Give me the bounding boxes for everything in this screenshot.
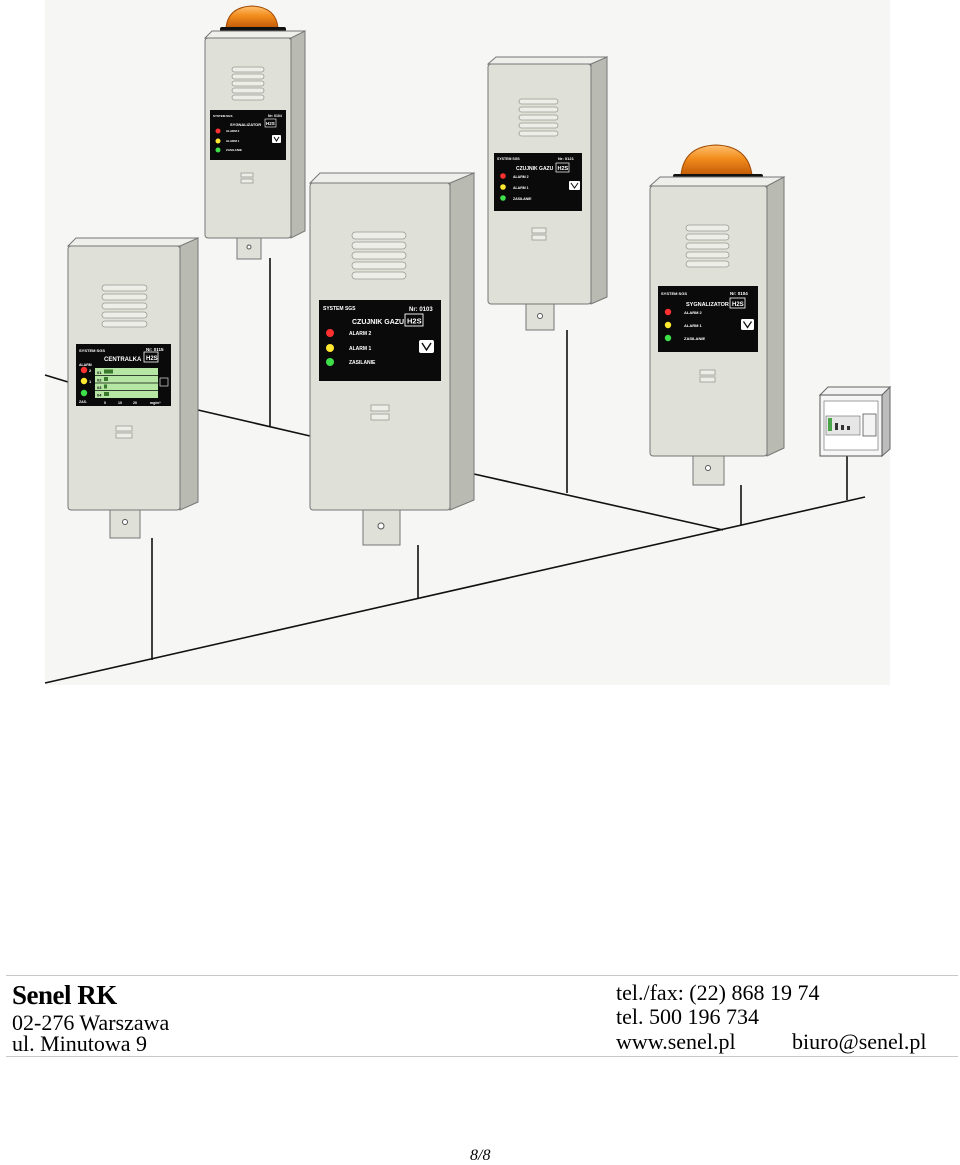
alarm-2-label: ALARM 2	[226, 129, 240, 133]
gas-type: H2S	[407, 317, 422, 326]
system-label: SYSTEM SGS	[661, 291, 687, 296]
alarm-beacon	[225, 5, 279, 29]
speaker-grille	[351, 231, 407, 280]
alarm-beacon	[680, 144, 753, 176]
power-led	[326, 358, 334, 366]
power-led	[215, 147, 221, 153]
speaker-grille	[685, 224, 730, 268]
alarm-1-led	[326, 344, 334, 352]
alarm-1-label: ALARM 1	[684, 323, 703, 328]
speaker-grille	[101, 284, 148, 328]
alarm-1-label: 1	[89, 379, 92, 384]
power-label: ZASILANIE	[349, 360, 376, 366]
system-label: SYSTEM SGS	[323, 306, 356, 312]
keypad-icon	[159, 377, 169, 387]
alarm-1-led	[664, 321, 672, 329]
power-label: ZASILANIE	[513, 197, 532, 201]
vent-slot	[240, 172, 254, 184]
gas-type: H2S	[146, 356, 158, 362]
serial-number: Nr: 0115	[146, 347, 164, 352]
alarm-1-label: ALARM 1	[513, 186, 529, 190]
company-name: Senel RK	[12, 980, 117, 1010]
speaker-grille	[518, 98, 559, 137]
alarm-2-led	[326, 329, 334, 337]
display-panel	[494, 153, 582, 211]
channel-02-label: 02	[97, 378, 102, 383]
gas-sensor-large: SYSTEM SGS Nr: 0103 CZUJNIK GAZU H2S ALA…	[308, 172, 476, 546]
email-link[interactable]: biuro@senel.pl	[792, 1029, 927, 1054]
gas-detection-system-diagram: SYSTEM SGS Nr: 0115 CENTRALKA H2S ALARM …	[44, 0, 892, 685]
serial-number: Nr: 0104	[268, 114, 282, 118]
scale-0: 0	[104, 401, 106, 405]
phone: tel. 500 196 734	[616, 1004, 759, 1029]
power-led	[80, 389, 88, 397]
gas-sensor-small: SYSTEM SGS Nr: 0121 CZUJNIK GAZU H2S ALA…	[486, 56, 609, 331]
serial-number: Nr: 0121	[558, 156, 575, 161]
address-line-1: 02-276 Warszawa	[12, 1010, 170, 1035]
device-name: SYGNALIZATOR	[230, 122, 261, 127]
signaling-unit-right: SYSTEM SGS Nr: 0104 SYGNALIZATOR H2S ALA…	[648, 144, 786, 486]
device-name: CZUJNIK GAZU	[516, 166, 554, 172]
website-link[interactable]: www.senel.pl	[616, 1029, 736, 1054]
vent-slot	[531, 227, 547, 241]
alarm-2-led	[215, 128, 221, 134]
power-label: ZAS.	[79, 400, 87, 404]
alarm-2-label: ALARM 2	[684, 310, 703, 315]
alarm-2-led	[664, 308, 672, 316]
central-unit: SYSTEM SGS Nr: 0115 CENTRALKA H2S ALARM …	[66, 237, 200, 539]
scale-20: 20	[133, 401, 137, 405]
serial-number: Nr: 0104	[730, 291, 748, 296]
alarm-2-label: 2	[89, 368, 92, 373]
gas-type: H2S	[266, 121, 275, 126]
gas-type: H2S	[558, 166, 569, 172]
signaling-unit-top: SYSTEM SGS Nr: 0104 SYGNALIZATOR H2S ALA…	[203, 5, 307, 260]
alarm-2-label: ALARM 2	[513, 175, 529, 179]
unit-label: mg/m³	[150, 401, 161, 405]
speaker-grille	[231, 66, 265, 101]
system-label: SYSTEM SGS	[213, 114, 233, 118]
channel-04-label: 04	[97, 393, 102, 398]
device-name: SYGNALIZATOR	[686, 302, 729, 308]
wiring	[44, 258, 866, 684]
system-label: SYSTEM SGS	[79, 348, 105, 353]
power-label: ZASILANIE	[226, 148, 242, 152]
device-name: CZUJNIK GAZU	[352, 319, 404, 326]
alarm-2-label: ALARM 2	[349, 331, 371, 337]
alarm-2-led	[80, 366, 88, 374]
vent-slot	[699, 369, 716, 383]
phone-fax: tel./fax: (22) 868 19 74	[616, 980, 820, 1005]
alarm-1-label: ALARM 1	[349, 346, 371, 352]
power-led	[664, 334, 672, 342]
vent-slot	[370, 404, 390, 421]
alarm-1-label: ALARM 1	[226, 139, 240, 143]
alarm-header: ALARM	[79, 363, 92, 367]
channel-03-label: 03	[97, 385, 102, 390]
alarm-1-led	[500, 184, 506, 190]
device-name: CENTRALKA	[104, 357, 142, 363]
serial-number: Nr: 0103	[409, 307, 433, 313]
electrical-box	[818, 385, 892, 458]
vent-slot	[115, 425, 133, 439]
alarm-2-led	[500, 173, 506, 179]
channel-01-label: 01	[97, 370, 102, 375]
gas-type: H2S	[732, 302, 744, 308]
footer: Senel RK 02-276 Warszawa ul. Minutowa 9 …	[6, 975, 958, 1057]
page-number: 8/8	[470, 1147, 491, 1164]
power-led	[500, 195, 506, 201]
system-label: SYSTEM SGS	[497, 157, 520, 161]
address-line-2: ul. Minutowa 9	[12, 1031, 148, 1056]
scale-10: 10	[118, 401, 122, 405]
display-panel	[658, 286, 758, 352]
alarm-1-led	[215, 138, 221, 144]
alarm-1-led	[80, 377, 88, 385]
power-label: ZASILANIE	[684, 336, 705, 341]
